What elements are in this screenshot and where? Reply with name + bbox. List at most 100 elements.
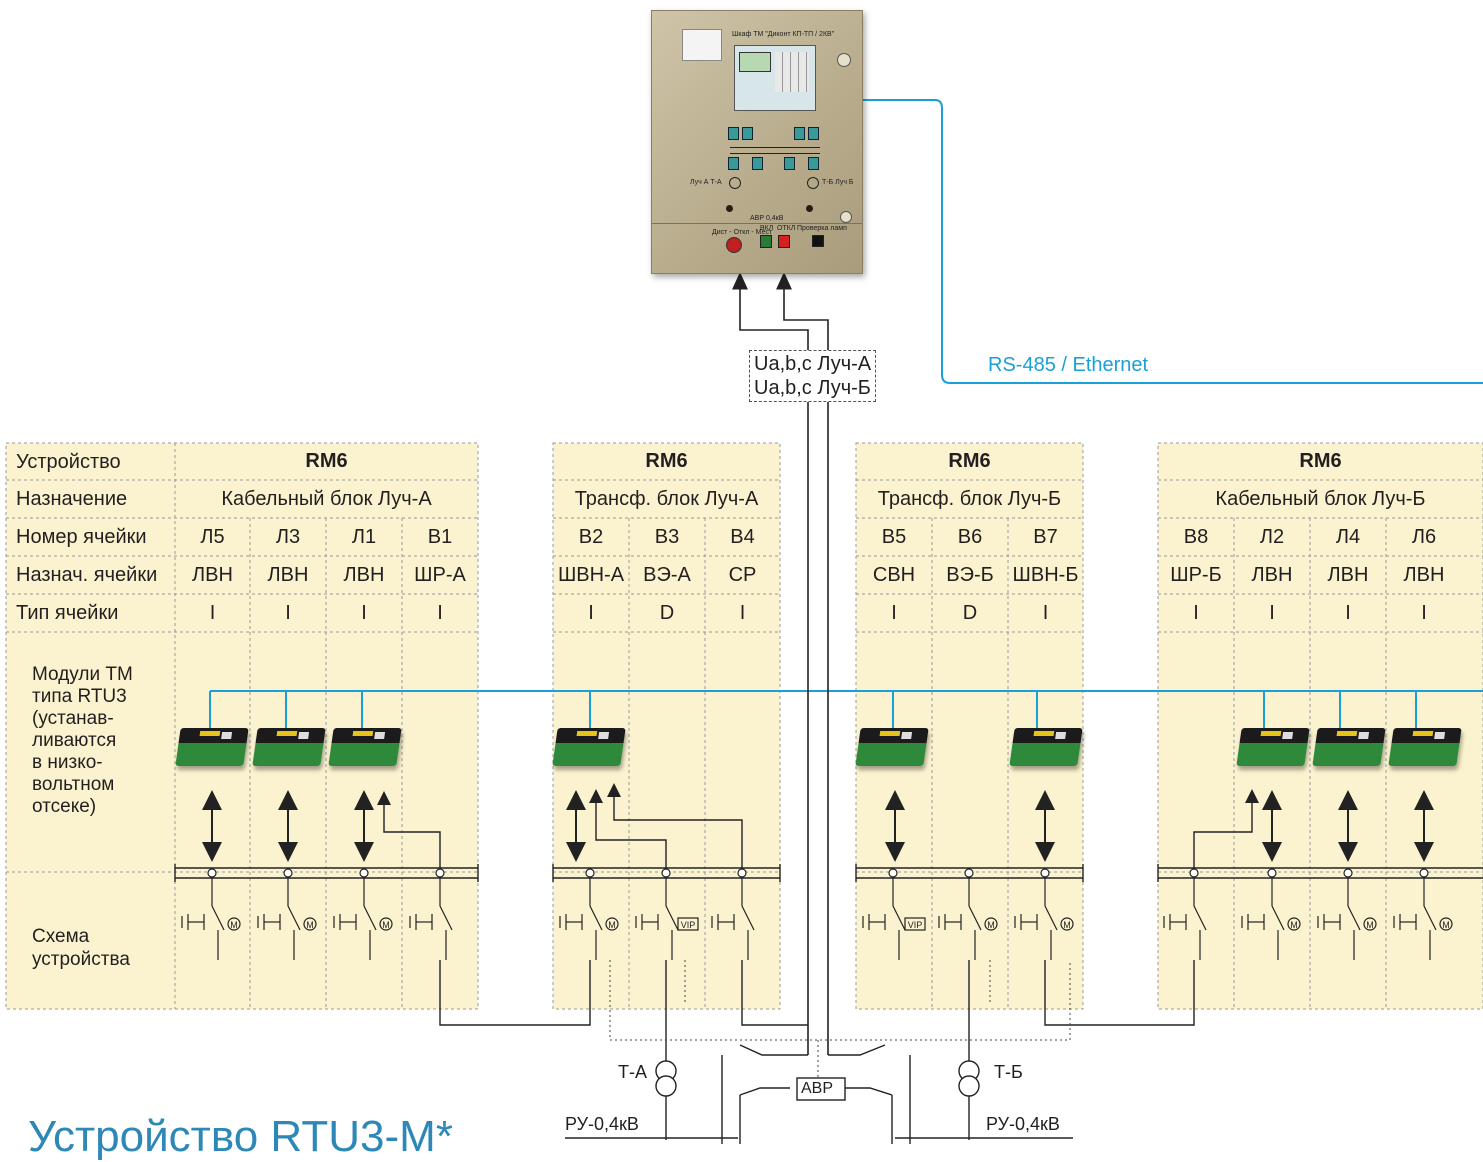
rtu3-module-icon (175, 728, 249, 766)
cell-type: I (1421, 601, 1427, 624)
motor-label: M (306, 920, 314, 930)
cell-type: I (891, 601, 897, 624)
lamp-test-button[interactable] (812, 235, 824, 247)
comm-label: RS-485 / Ethernet (988, 354, 1149, 376)
cell-purpose: ЛВН (1327, 563, 1369, 586)
motor-label: M (1366, 920, 1374, 930)
cell-number: Л5 (200, 525, 225, 548)
row-label-cell-number: Номер ячейки (16, 526, 147, 548)
tm-cabinet: Шкаф ТМ "Диконт КП-ТП / 2КВ" Луч А Т-А Т… (651, 10, 863, 274)
transformer-a-label: Т-А (618, 1062, 647, 1082)
signal-arrows (202, 790, 1434, 862)
cell-type: I (1193, 601, 1199, 624)
panel-device: RM6 (948, 450, 991, 472)
cabinet-mode-label: Дист - Откл - Мест (712, 229, 773, 236)
rtu3-module-icon (328, 728, 402, 766)
rtu3-module-icon (1388, 728, 1462, 766)
cabinet-on-label: ВКЛ (760, 225, 774, 232)
row-label-modules: Модули ТМ типа RTU3 (устанав- ливаются в… (32, 664, 133, 817)
motor-label: M (987, 920, 995, 930)
mode-switch-knob[interactable] (726, 237, 742, 253)
cabinet-ray-b: Т-Б Луч Б (822, 179, 854, 186)
panel-backgrounds (5, 442, 1483, 1010)
motor-label: M (230, 920, 238, 930)
rtu3-module-icon (1236, 728, 1310, 766)
cell-number: Л3 (275, 525, 301, 548)
voltage-line-2: Ua,b,c Луч-Б (754, 377, 871, 399)
motor-label: M (1063, 920, 1071, 930)
cell-number: В6 (957, 525, 983, 548)
cell-purpose: ШВН-А (557, 563, 625, 586)
transformer-b-label: Т-Б (994, 1062, 1023, 1082)
panel-purpose: Кабельный блок Луч-Б (1215, 487, 1426, 510)
ru-b-label: РУ-0,4кВ (986, 1114, 1060, 1134)
motor-label: M (1442, 920, 1450, 930)
voltage-box: Ua,b,c Луч-А Ua,b,c Луч-Б (749, 350, 877, 402)
cell-type: I (209, 601, 216, 624)
vip-label: VIP (908, 920, 923, 930)
cell-purpose: ЛВН (1251, 563, 1293, 586)
rtu3-module-icon (552, 728, 626, 766)
lock-icon (837, 53, 851, 67)
panel-device: RM6 (1299, 450, 1342, 472)
cell-number: Л6 (1411, 525, 1437, 548)
rtu3-module-icon (252, 728, 326, 766)
cabinet-title: Шкаф ТМ "Диконт КП-ТП / 2КВ" (732, 31, 835, 38)
vip-label: VIP (681, 920, 696, 930)
cabinet-nameplate (682, 29, 722, 61)
panel-purpose: Кабельный блок Луч-А (221, 487, 432, 510)
return-arrows (377, 783, 1259, 872)
dotted-links (609, 960, 1071, 1078)
cell-purpose: ВЭ-Б (946, 563, 994, 586)
motor-label: M (608, 920, 616, 930)
cell-number: В2 (578, 525, 604, 548)
rtu3-module-icon (855, 728, 929, 766)
page-title: Устройство RTU3-M* (28, 1112, 453, 1161)
cabinet-lamp-test-label: Проверка ламп (797, 225, 847, 232)
row-label-scheme: Схема устройства (32, 926, 130, 970)
cell-purpose: ЛВН (267, 563, 309, 586)
cell-type: I (361, 601, 367, 624)
cell-type: I (437, 601, 443, 624)
cell-purpose: ШВН-Б (1012, 563, 1079, 586)
row-label-cell-type: Тип ячейки (16, 602, 119, 624)
cell-purpose: ШР-Б (1170, 563, 1222, 586)
cell-type: D (962, 601, 978, 624)
voltage-wires (732, 272, 829, 1055)
cell-number: В8 (1183, 525, 1209, 548)
cell-number: Л4 (1335, 525, 1361, 548)
row-label-device: Устройство (16, 451, 121, 473)
bus-nodes (207, 868, 1429, 878)
on-button[interactable] (760, 235, 772, 248)
transformer-symbols (655, 1060, 980, 1097)
avr-label: АВР (801, 1080, 834, 1097)
cell-number: В7 (1033, 525, 1058, 548)
cell-type: I (285, 601, 291, 624)
voltage-line-1: Ua,b,c Луч-А (754, 353, 872, 375)
cell-type: I (1269, 601, 1275, 624)
row-label-purpose: Назначение (16, 488, 128, 510)
cell-type: I (739, 601, 746, 624)
lock-icon-lower (840, 211, 852, 223)
keypad (775, 52, 809, 92)
cabinet-off-label: ОТКЛ (777, 225, 796, 232)
cell-type: I (1042, 601, 1049, 624)
cell-number: Л1 (351, 525, 377, 548)
cell-purpose: ЛВН (1403, 563, 1445, 586)
panel-device: RM6 (645, 450, 688, 472)
cell-purpose: ЛВН (192, 563, 233, 586)
feeder-wiring (439, 960, 1195, 1144)
panel-device: RM6 (305, 450, 348, 472)
cell-purpose: СВН (872, 563, 916, 586)
rtu3-module-icon (1009, 728, 1083, 766)
row-label-cell-purpose: Назнач. ячейки (16, 564, 158, 586)
cabinet-avr: АВР 0,4кВ (750, 215, 784, 222)
rs485-line (209, 99, 1483, 728)
cell-purpose: ВЭ-А (643, 563, 691, 586)
avr-lamp-b (806, 205, 813, 212)
off-button[interactable] (778, 235, 790, 248)
cell-purpose: СР (728, 563, 757, 586)
mimic-diagram: Луч А Т-А Т-Б Луч Б АВР 0,4кВ (690, 119, 854, 222)
